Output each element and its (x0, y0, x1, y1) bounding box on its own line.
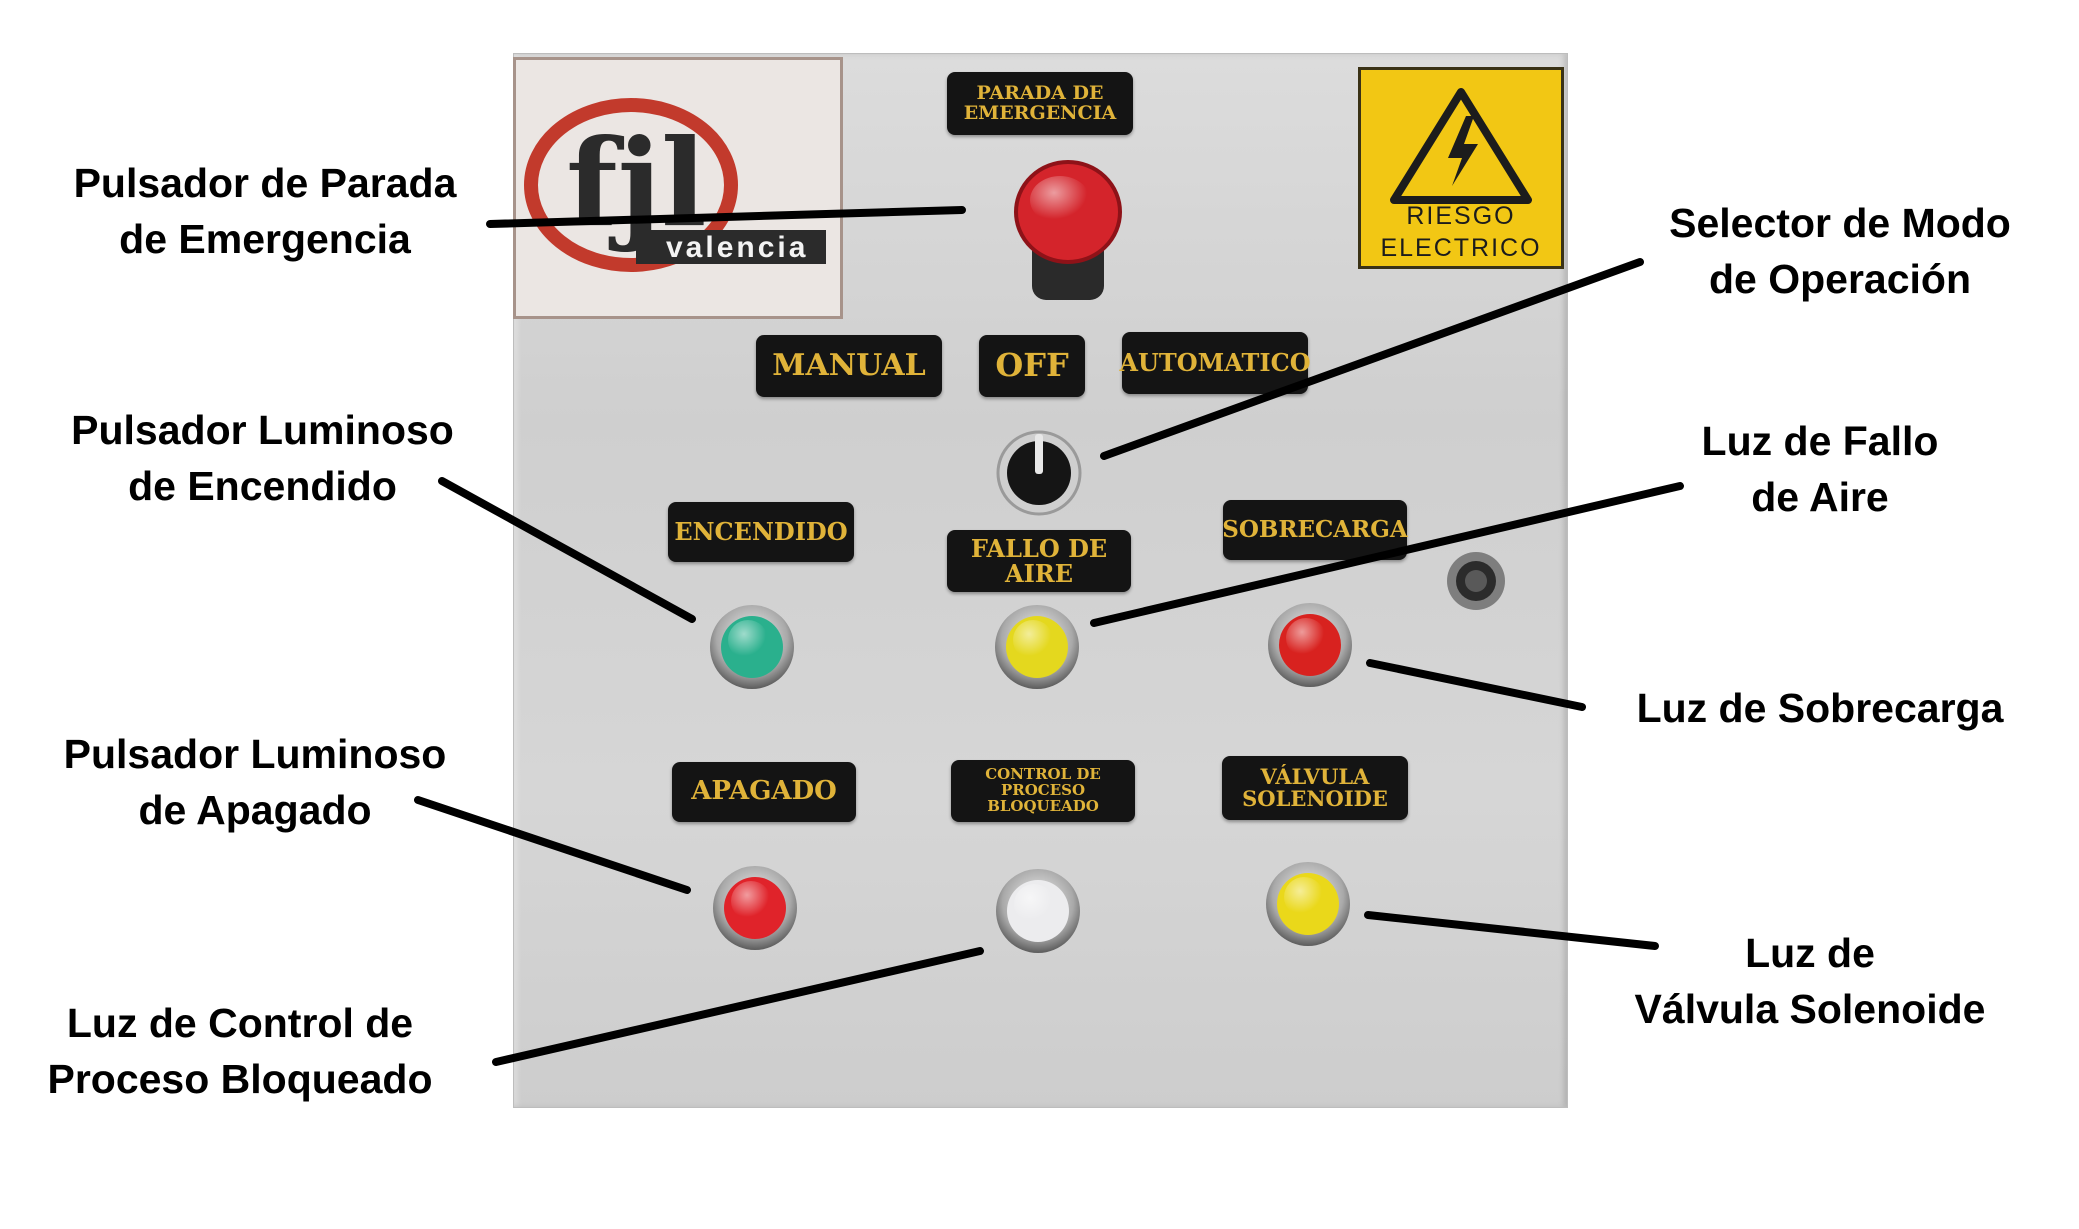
mode-selector-switch[interactable] (996, 430, 1082, 516)
callout-line: Pulsador de Parada (73, 160, 457, 206)
nameplate-emergency-stop: PARADA DE EMERGENCIA (947, 72, 1133, 135)
apagado-push-button[interactable] (713, 866, 797, 950)
callout-line: Luz de (1745, 930, 1875, 976)
valvula-solenoide-lamp (1266, 862, 1350, 946)
nameplate-line: BLOQUEADO (987, 796, 1099, 815)
leader-selector (1100, 258, 1644, 460)
warning-line-2: ELECTRICO (1380, 234, 1542, 262)
callout-line: de Operación (1708, 256, 1971, 302)
callout-line: de Apagado (138, 787, 372, 833)
nameplate-apagado: APAGADO (672, 762, 856, 822)
sobrecarga-lamp (1268, 603, 1352, 687)
callout-mode-selector: Selector de Modo de Operación (1630, 195, 2050, 307)
nameplate-line: EMERGENCIA (963, 101, 1117, 124)
nameplate-line: PARADA DE (976, 81, 1104, 104)
nameplate-line: CONTROL DE PROCESO (985, 765, 1101, 800)
leader-encendido (438, 477, 696, 623)
callout-line: Luz de Sobrecarga (1636, 685, 2004, 731)
nameplate-off: OFF (979, 335, 1085, 397)
electrical-hazard-sign: RIESGO ELECTRICO (1358, 67, 1564, 269)
nameplate-manual: MANUAL (756, 335, 942, 397)
encendido-push-button[interactable] (710, 605, 794, 689)
leader-sobrecarga (1366, 659, 1586, 711)
leader-apagado (414, 796, 691, 894)
leader-lines (414, 206, 1684, 1066)
callout-sobrecarga: Luz de Sobrecarga (1590, 680, 2050, 736)
svg-text:valencia: valencia (666, 231, 808, 264)
company-logo: fjl valencia (513, 57, 843, 319)
cable-gland (1447, 552, 1505, 610)
nameplate-control-proceso: CONTROL DE PROCESO BLOQUEADO (951, 760, 1135, 822)
callout-apagado: Pulsador Luminoso de Apagado (20, 726, 490, 838)
logo-icon: fjl valencia (524, 98, 826, 272)
callout-line: de Aire (1751, 474, 1889, 520)
callout-control-proceso: Luz de Control de Proceso Bloqueado (20, 995, 460, 1107)
callout-valvula-solenoide: Luz de Válvula Solenoide (1590, 925, 2030, 1037)
callout-emergency-stop: Pulsador de Parada de Emergencia (30, 155, 500, 267)
fallo-aire-lamp (995, 605, 1079, 689)
callout-line: Pulsador Luminoso (71, 407, 454, 453)
callout-encendido: Pulsador Luminoso de Encendido (30, 402, 495, 514)
nameplate-line: VÁLVULA (1260, 763, 1370, 789)
warning-line-1: RIESGO (1406, 202, 1516, 230)
control-proceso-lamp (996, 869, 1080, 953)
leader-emergency (486, 206, 966, 228)
callout-line: Pulsador Luminoso (63, 731, 447, 777)
emergency-stop-button[interactable] (1014, 160, 1122, 300)
callout-line: de Emergencia (119, 216, 411, 262)
nameplate-valvula-solenoide: VÁLVULA SOLENOIDE (1222, 756, 1408, 820)
callout-line: Válvula Solenoide (1634, 986, 1986, 1032)
high-voltage-icon (1390, 88, 1532, 204)
nameplate-fallo-de-aire: FALLO DE AIRE (947, 530, 1131, 592)
nameplate-automatico: AUTOMATICO (1119, 332, 1311, 394)
leader-fallo-aire (1090, 482, 1684, 627)
callout-line: Luz de Fallo (1701, 418, 1939, 464)
callout-fallo-aire: Luz de Fallo de Aire (1650, 413, 1990, 525)
callout-line: Luz de Control de (66, 1000, 414, 1046)
leader-valvula (1364, 911, 1659, 950)
nameplate-line: SOLENOIDE (1242, 786, 1388, 811)
nameplate-sobrecarga: SOBRECARGA (1222, 500, 1408, 560)
callout-line: Proceso Bloqueado (47, 1056, 433, 1102)
callout-line: Selector de Modo (1669, 200, 2011, 246)
leader-control (492, 947, 984, 1066)
callout-line: de Encendido (128, 463, 397, 509)
nameplate-encendido: ENCENDIDO (668, 502, 854, 562)
